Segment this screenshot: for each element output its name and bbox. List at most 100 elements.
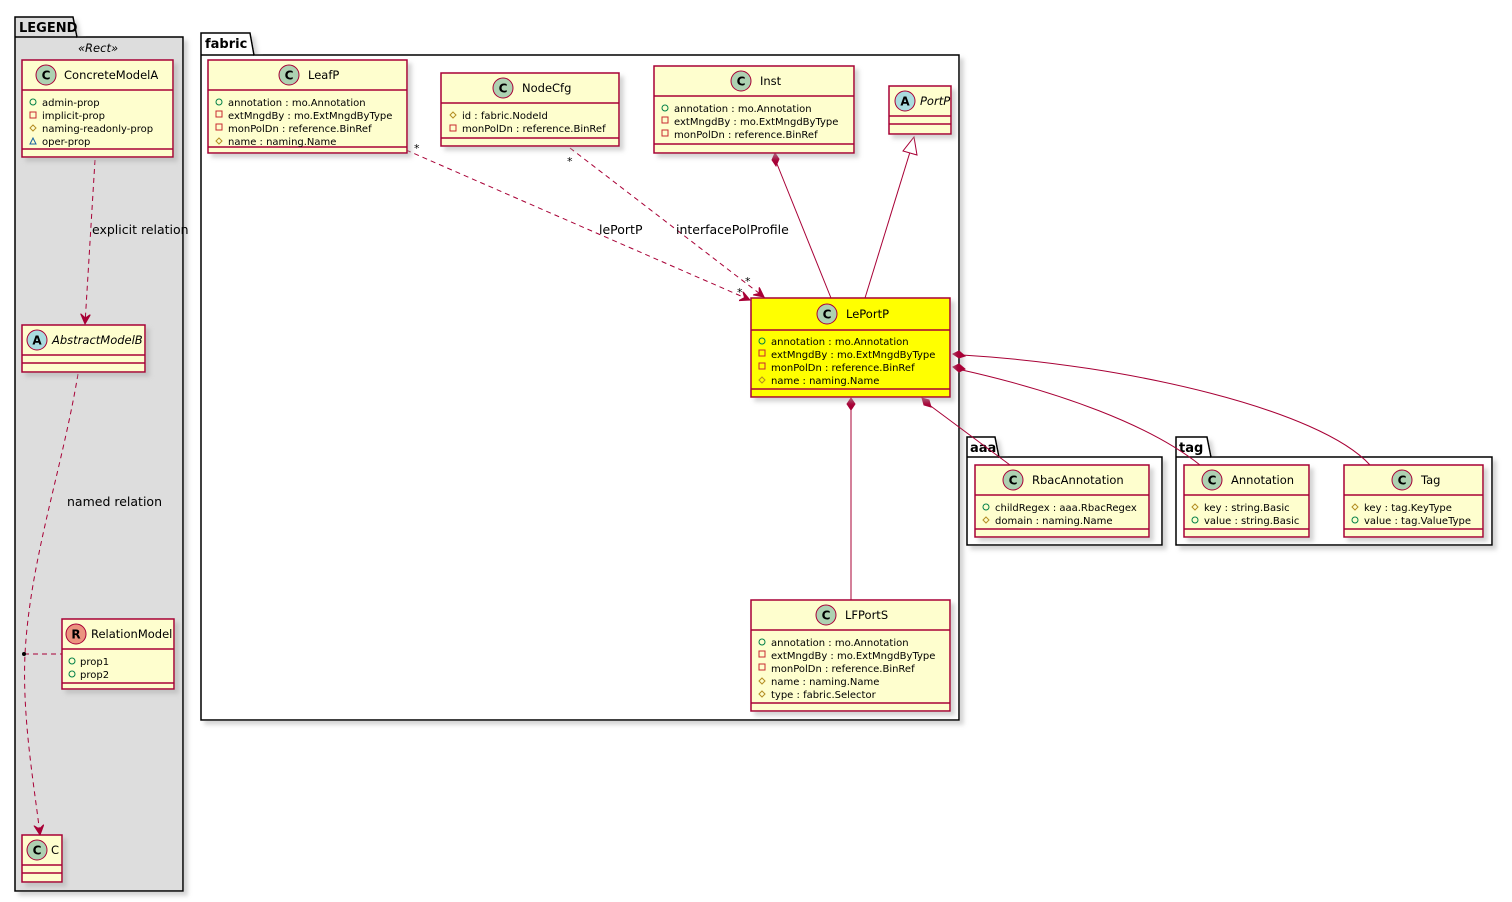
class-badge-icon <box>1201 469 1223 491</box>
public-icon <box>68 670 76 678</box>
class-abstractmodelb[interactable]: A AbstractModelB <box>21 324 146 373</box>
svg-text:C: C <box>737 75 746 89</box>
inst-composition-line <box>774 158 832 299</box>
protected-icon <box>758 376 766 384</box>
svg-text:monPolDn : reference.BinRef: monPolDn : reference.BinRef <box>462 124 606 135</box>
class-inst[interactable]: C Inst annotation : mo.Annotation extMng… <box>653 65 855 154</box>
svg-text:C: C <box>1208 474 1217 488</box>
relation-badge-icon <box>65 623 87 645</box>
class-badge-icon <box>492 77 514 99</box>
public-icon <box>215 98 223 106</box>
private-icon <box>449 124 457 132</box>
class-annotation[interactable]: C Annotation key : string.Basic value : … <box>1183 464 1310 538</box>
svg-text:annotation : mo.Annotation: annotation : mo.Annotation <box>228 98 366 109</box>
svg-text:extMngdBy : mo.ExtMngdByType: extMngdBy : mo.ExtMngdByType <box>674 117 838 128</box>
svg-text:C: C <box>1398 474 1407 488</box>
protected-icon <box>758 690 766 698</box>
class-leafp[interactable]: C LeafP annotation : mo.Annotation extMn… <box>207 59 408 154</box>
portp-generalization-line <box>864 151 911 299</box>
class-badge-icon <box>35 64 57 86</box>
svg-text:C: C <box>822 609 831 623</box>
svg-text:annotation : mo.Annotation: annotation : mo.Annotation <box>771 638 909 649</box>
svg-text:implicit-prop: implicit-prop <box>42 111 105 122</box>
svg-text:C: C <box>1009 474 1018 488</box>
private-icon <box>29 111 37 119</box>
package-aaa-title: aaa <box>970 441 996 456</box>
inst-composition-diamond <box>771 151 780 168</box>
public-icon <box>68 657 76 665</box>
class-name: LePortP <box>846 307 889 321</box>
protected-icon <box>758 677 766 685</box>
tag-composition-diamond <box>952 350 967 359</box>
svg-text:value : string.Basic: value : string.Basic <box>1204 516 1299 527</box>
class-concretemodela[interactable]: C ConcreteModelA admin-prop implicit-pro… <box>21 59 174 158</box>
svg-text:annotation : mo.Annotation: annotation : mo.Annotation <box>674 104 812 115</box>
class-name: RelationModel <box>91 627 172 641</box>
abstract-badge-icon <box>894 90 916 112</box>
legend-stereotype: «Rect» <box>78 41 118 55</box>
class-name: NodeCfg <box>522 81 571 95</box>
svg-text:C: C <box>823 308 832 322</box>
public-icon <box>661 104 669 112</box>
relation-lines <box>22 135 1371 835</box>
class-nodecfg[interactable]: C NodeCfg id : fabric.NodeId monPolDn : … <box>440 72 620 147</box>
class-name: PortP <box>920 94 950 108</box>
svg-text:C: C <box>33 844 42 858</box>
svg-text:C: C <box>499 82 508 96</box>
private-icon <box>215 123 223 131</box>
svg-text:A: A <box>32 334 42 348</box>
explicit-relation-label: explicit relation <box>92 222 189 237</box>
public-icon <box>29 98 37 106</box>
leafp-multiplicity: * <box>414 142 420 155</box>
class-badge-icon <box>26 839 48 861</box>
protected-icon <box>29 124 37 132</box>
package-private-icon <box>29 136 37 145</box>
annotation-composition-diamond <box>952 363 966 373</box>
private-icon <box>661 116 669 124</box>
svg-text:key : tag.KeyType: key : tag.KeyType <box>1364 503 1452 514</box>
lfports-composition-diamond <box>846 397 856 411</box>
class-badge-icon <box>1002 469 1024 491</box>
protected-icon <box>215 137 223 145</box>
class-badge-icon <box>815 604 837 626</box>
class-rbacannotation[interactable]: C RbacAnnotation childRegex : aaa.RbacRe… <box>974 464 1150 538</box>
class-name: AbstractModelB <box>51 333 143 347</box>
svg-text:value : tag.ValueType: value : tag.ValueType <box>1364 516 1471 527</box>
public-icon <box>758 337 766 345</box>
private-icon <box>758 650 766 658</box>
named-relation-label: named relation <box>67 494 162 509</box>
tag-composition-line <box>961 354 1371 466</box>
class-name: Annotation <box>1231 473 1294 487</box>
class-c[interactable]: C C <box>21 834 63 883</box>
class-relationmodel[interactable]: R RelationModel prop1 prop2 <box>61 618 175 690</box>
package-fabric-title: fabric <box>205 37 247 52</box>
svg-text:extMngdBy : mo.ExtMngdByType: extMngdBy : mo.ExtMngdByType <box>771 350 935 361</box>
interfacepolprofile-relation-line <box>569 147 764 297</box>
svg-text:name : naming.Name: name : naming.Name <box>771 677 879 688</box>
relation-model-join-dot <box>22 652 26 656</box>
class-portp[interactable]: A PortP <box>888 85 952 135</box>
class-name: RbacAnnotation <box>1032 473 1124 487</box>
class-leportp[interactable]: C LePortP annotation : mo.Annotation ext… <box>750 297 951 398</box>
svg-text:id : fabric.NodeId: id : fabric.NodeId <box>462 111 548 122</box>
svg-text:type : fabric.Selector: type : fabric.Selector <box>771 690 877 701</box>
svg-text:prop2: prop2 <box>80 670 109 681</box>
class-tag[interactable]: C Tag key : tag.KeyType value : tag.Valu… <box>1343 464 1484 538</box>
class-name: Tag <box>1420 473 1440 487</box>
public-icon <box>758 638 766 646</box>
public-icon <box>1191 516 1199 524</box>
svg-text:R: R <box>71 628 80 642</box>
svg-text:monPolDn : reference.BinRef: monPolDn : reference.BinRef <box>228 124 372 135</box>
svg-text:extMngdBy : mo.ExtMngdByType: extMngdBy : mo.ExtMngdByType <box>228 111 392 122</box>
package-tag-title: tag <box>1179 441 1203 456</box>
interfacepolprofile-relation-label: interfacePolProfile <box>676 222 789 237</box>
class-name: LFPortS <box>845 608 888 622</box>
class-badge-icon <box>1391 469 1413 491</box>
protected-icon <box>449 111 457 119</box>
private-icon <box>215 110 223 118</box>
svg-text:annotation : mo.Annotation: annotation : mo.Annotation <box>771 337 909 348</box>
class-lfports[interactable]: C LFPortS annotation : mo.Annotation ext… <box>750 599 951 712</box>
svg-text:domain : naming.Name: domain : naming.Name <box>995 516 1113 527</box>
svg-text:admin-prop: admin-prop <box>42 98 100 109</box>
